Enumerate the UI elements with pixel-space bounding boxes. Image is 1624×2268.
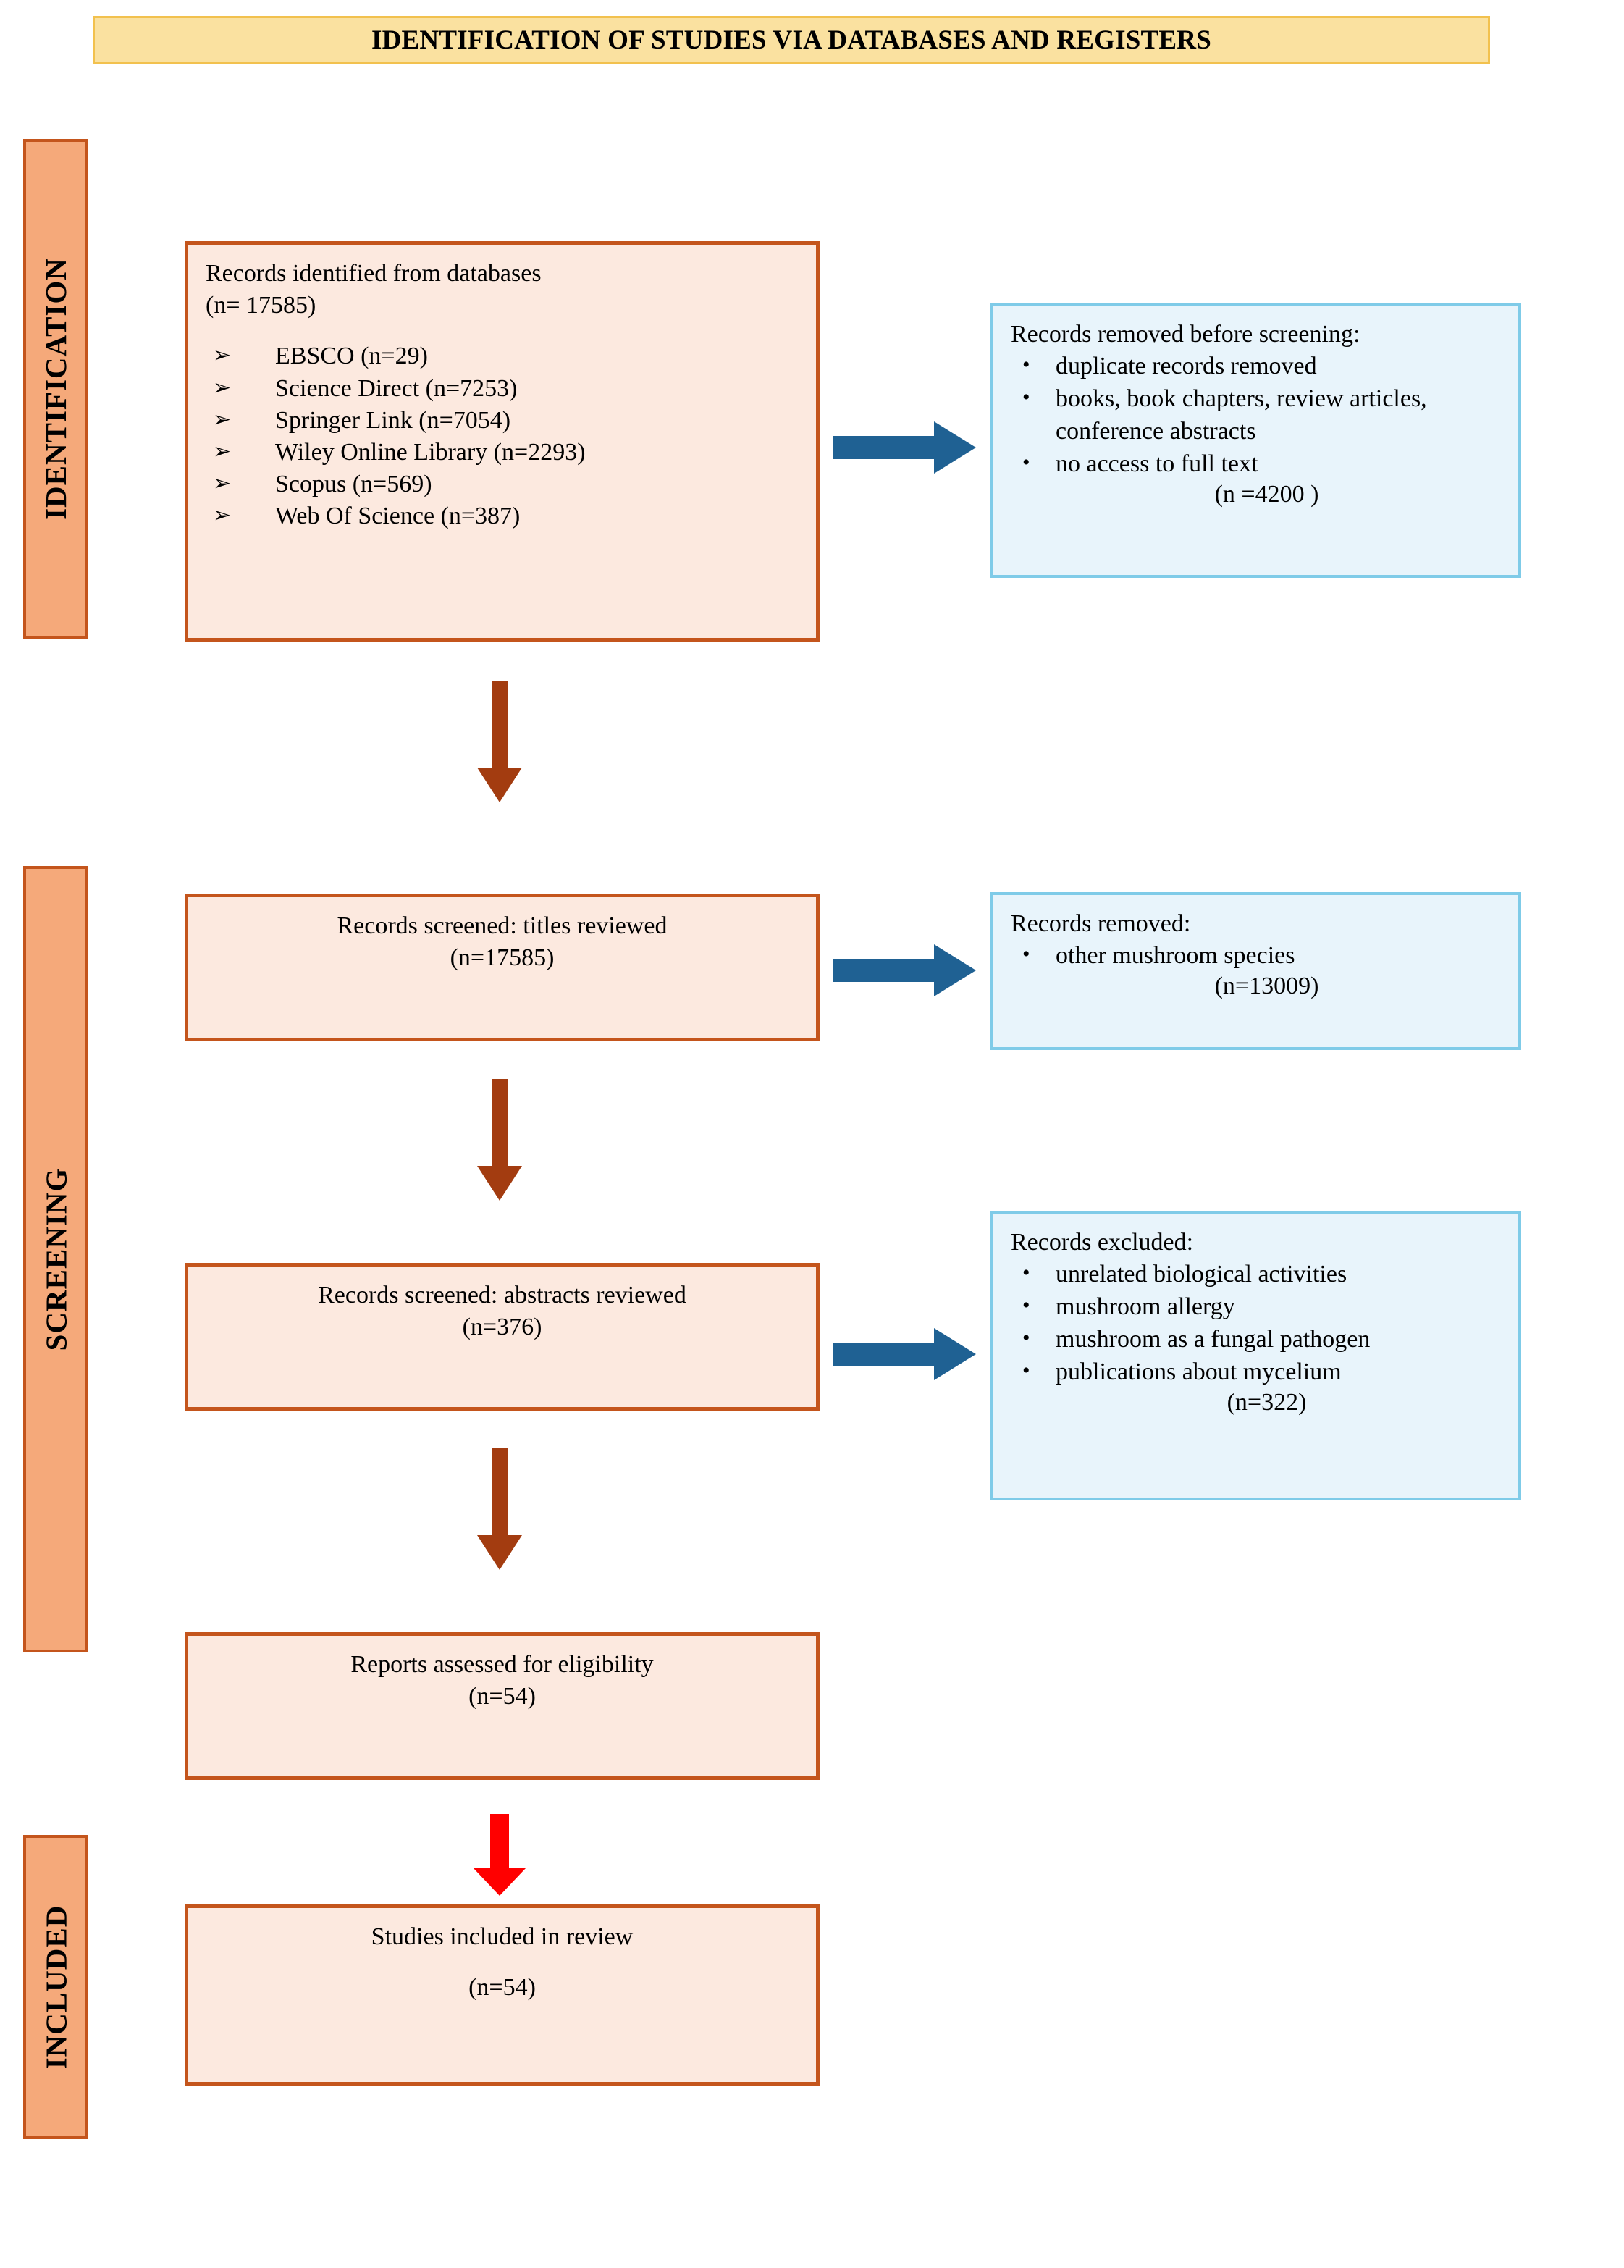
arrow-down-red-icon (471, 1814, 529, 1897)
records-excluded-heading: Records excluded: (1011, 1229, 1194, 1256)
list-item: Springer Link (n=7054) (206, 405, 586, 437)
records-removed-before-count: (n =4200 ) (1214, 480, 1319, 508)
list-item: publications about mycelium (1011, 1356, 1501, 1389)
stage-label-screening: SCREENING (23, 866, 88, 1652)
list-item: books, book chapters, review articles, c… (1011, 383, 1501, 448)
records-removed-titles-list: other mushroom species (1011, 940, 1501, 973)
eligibility-heading: Reports assessed for eligibility (350, 1651, 654, 1678)
spacer (206, 322, 799, 340)
box-records-removed-titles: Records removed: other mushroom species … (990, 892, 1521, 1050)
records-removed-titles-heading: Records removed: (1011, 910, 1191, 937)
arrow-down-icon (474, 1079, 525, 1202)
eligibility-count: (n=54) (468, 1683, 536, 1710)
records-excluded-list: unrelated biological activities mushroom… (1011, 1259, 1501, 1389)
records-screened-titles-heading: Records screened: titles reviewed (337, 912, 668, 939)
box-records-removed-before-screening: Records removed before screening: duplic… (990, 303, 1521, 578)
list-item: duplicate records removed (1011, 350, 1501, 383)
stage-label-screening-text: SCREENING (39, 1167, 72, 1351)
records-excluded-count: (n=322) (1227, 1388, 1307, 1416)
list-item: other mushroom species (1011, 940, 1501, 973)
box-records-screened-abstracts: Records screened: abstracts reviewed (n=… (185, 1263, 820, 1411)
records-screened-abstracts-count: (n=376) (462, 1314, 542, 1341)
list-item: Scopus (n=569) (206, 469, 586, 500)
list-item: mushroom as a fungal pathogen (1011, 1324, 1501, 1356)
arrow-right-icon (833, 1325, 977, 1383)
list-item: no access to full text (1011, 448, 1501, 481)
stage-label-included-text: INCLUDED (39, 1904, 73, 2070)
diagram-title-banner: IDENTIFICATION OF STUDIES VIA DATABASES … (93, 16, 1490, 64)
database-source-list: EBSCO (n=29) Science Direct (n=7253) Spr… (206, 340, 586, 532)
records-screened-titles-count: (n=17585) (450, 944, 555, 972)
list-item: mushroom allergy (1011, 1291, 1501, 1324)
stage-label-identification: IDENTIFICATION (23, 139, 88, 639)
stage-label-included: INCLUDED (23, 1835, 88, 2139)
arrow-down-icon (474, 681, 525, 804)
records-screened-abstracts-heading: Records screened: abstracts reviewed (318, 1282, 686, 1309)
box-reports-assessed-eligibility: Reports assessed for eligibility (n=54) (185, 1632, 820, 1780)
list-item: Wiley Online Library (n=2293) (206, 437, 586, 469)
box-records-excluded: Records excluded: unrelated biological a… (990, 1211, 1521, 1500)
records-removed-titles-count: (n=13009) (1214, 973, 1319, 1000)
spacer (206, 1953, 799, 1972)
records-removed-before-heading: Records removed before screening: (1011, 321, 1360, 348)
box-studies-included: Studies included in review (n=54) (185, 1904, 820, 2086)
box-records-identified: Records identified from databases (n= 17… (185, 241, 820, 642)
records-removed-before-list: duplicate records removed books, book ch… (1011, 350, 1501, 481)
studies-included-count: (n=54) (468, 1974, 536, 2002)
stage-label-identification-text: IDENTIFICATION (39, 258, 72, 520)
arrow-right-icon (833, 419, 977, 476)
box-records-screened-titles: Records screened: titles reviewed (n=175… (185, 894, 820, 1041)
arrow-right-icon (833, 941, 977, 999)
list-item: Web Of Science (n=387) (206, 500, 586, 532)
list-item: EBSCO (n=29) (206, 340, 586, 372)
list-item: unrelated biological activities (1011, 1259, 1501, 1291)
records-identified-count: (n= 17585) (206, 292, 316, 319)
records-identified-heading: Records identified from databases (206, 260, 542, 287)
list-item: Science Direct (n=7253) (206, 373, 586, 405)
arrow-down-icon (474, 1448, 525, 1571)
studies-included-heading: Studies included in review (371, 1923, 634, 1950)
diagram-title: IDENTIFICATION OF STUDIES VIA DATABASES … (371, 25, 1211, 55)
